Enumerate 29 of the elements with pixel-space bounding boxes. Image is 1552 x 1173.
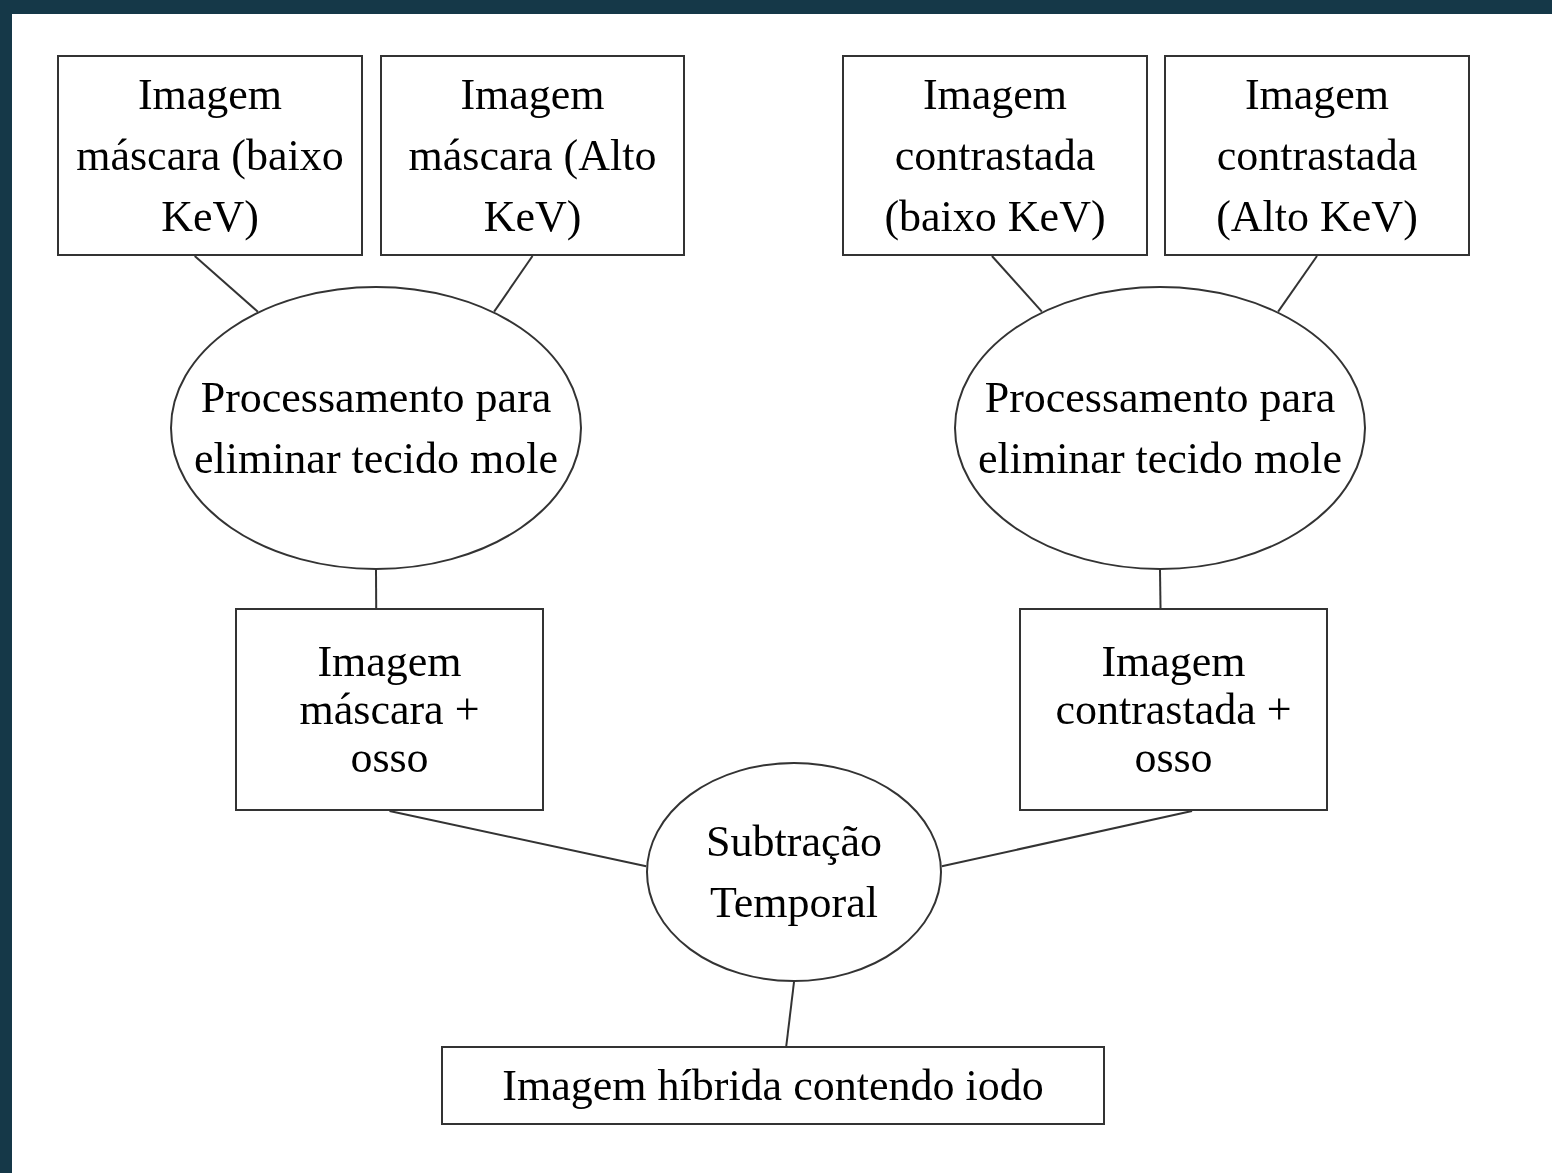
node-text: Imagem híbrida contendo iodo xyxy=(502,1060,1044,1112)
node-text: Imagem contrastada + osso xyxy=(1054,637,1293,782)
process-ellipse xyxy=(170,286,582,570)
node-text: Processamento para eliminar tecido mole xyxy=(976,372,1344,485)
node-text: Subtração Temporal xyxy=(705,816,883,929)
process-box xyxy=(1019,608,1328,811)
connector-line xyxy=(375,569,378,609)
process-box xyxy=(380,55,685,256)
process-box xyxy=(235,608,544,811)
connector-line xyxy=(1277,255,1318,313)
connector-line xyxy=(493,255,534,313)
connector-line xyxy=(785,981,795,1047)
node-text: Imagem máscara + osso xyxy=(298,637,481,782)
node-text: Imagem contrastada (baixo KeV) xyxy=(883,69,1107,243)
node-text: Processamento para eliminar tecido mole xyxy=(192,372,560,485)
node-text: Imagem contrastada (Alto KeV) xyxy=(1215,69,1419,243)
process-ellipse xyxy=(954,286,1366,570)
process-box xyxy=(842,55,1148,256)
connector-line xyxy=(388,810,648,868)
process-ellipse xyxy=(646,762,942,982)
connector-line xyxy=(193,255,259,313)
connector-line xyxy=(990,255,1043,313)
process-box xyxy=(57,55,363,256)
process-box xyxy=(1164,55,1470,256)
process-box xyxy=(441,1046,1105,1125)
connector-line xyxy=(1159,569,1162,609)
node-text: Imagem máscara (Alto KeV) xyxy=(407,69,658,243)
node-text: Imagem máscara (baixo KeV) xyxy=(75,69,345,243)
connector-line xyxy=(940,810,1194,868)
